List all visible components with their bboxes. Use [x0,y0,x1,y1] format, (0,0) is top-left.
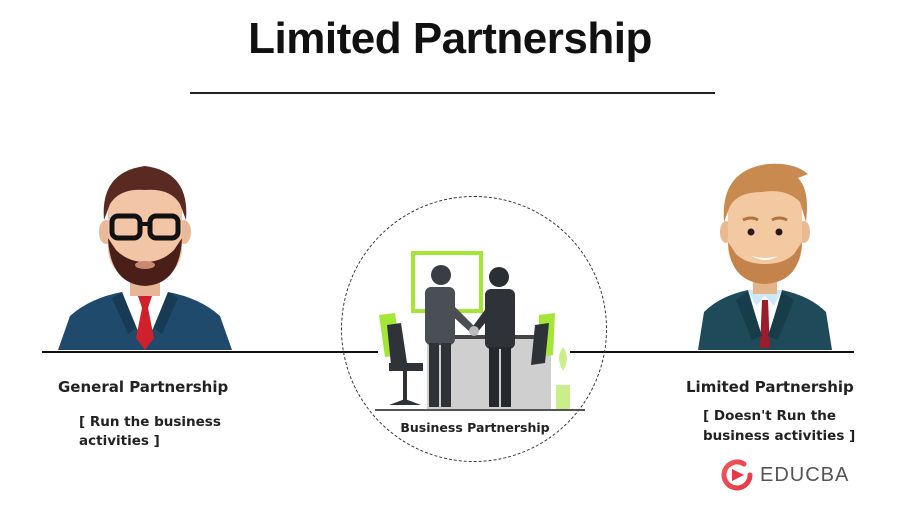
educba-logo-icon [721,459,753,491]
general-partnership-description-line1: [ Run the business [79,414,221,430]
limited-partnership-title: Limited Partnership [686,378,854,396]
general-partnership-title: General Partnership [58,378,229,396]
page-title: Limited Partnership [248,14,652,63]
educba-logo: EDUCBA [720,458,849,492]
limited-partnership-description-line1: [ Doesn't Run the [703,408,836,424]
limited-partner-avatar [698,163,832,350]
title-divider [190,92,715,94]
connector-line-right [570,351,854,353]
handshake-illustration [375,251,585,411]
business-partnership-label: Business Partnership [400,420,550,435]
limited-partnership-description-line2: business activities ] [703,428,856,444]
general-partnership-description-line2: activities ] [79,433,160,449]
educba-brand-name: EDUCBA [760,463,850,486]
connector-line-left [42,351,378,353]
business-partnership-circle [341,196,607,462]
general-partner-avatar [58,166,232,350]
